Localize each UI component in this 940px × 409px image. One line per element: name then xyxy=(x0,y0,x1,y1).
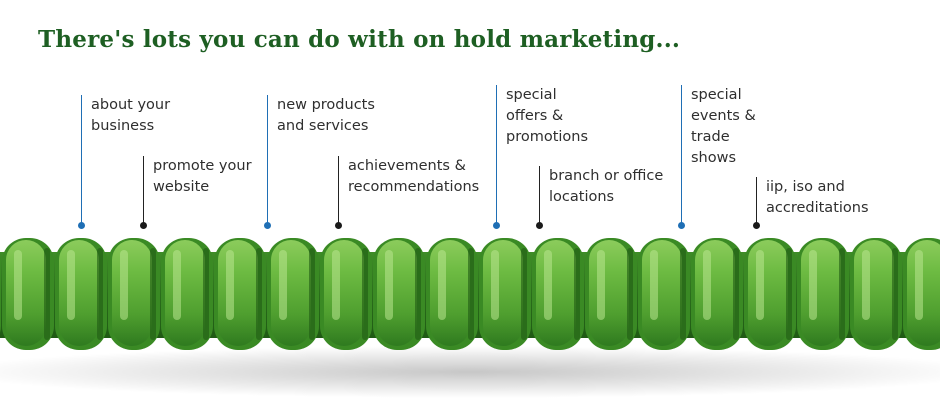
callout-label-line: offers & xyxy=(506,108,564,124)
coiled-cord-image xyxy=(0,238,940,398)
callout-label-line: and services xyxy=(277,118,369,134)
cord-coil-loop xyxy=(2,238,54,350)
callout-label-line: website xyxy=(153,179,210,195)
callout-label: achievements & recommendations xyxy=(348,156,479,198)
cord-coil-loop xyxy=(797,238,849,350)
cord-coil-loop xyxy=(479,238,531,350)
callout-label-line: accreditations xyxy=(766,200,869,216)
callout-pointer-line xyxy=(81,95,82,224)
callout-label: special events & trade shows xyxy=(691,85,756,169)
callout-label-line: special xyxy=(691,87,742,103)
callout-label-line: branch or office xyxy=(549,168,664,184)
callout-label: about your business xyxy=(91,95,170,137)
callout-label-line: promote your xyxy=(153,158,252,174)
cord-coil-loop xyxy=(214,238,266,350)
callout-pointer-dot xyxy=(78,222,85,229)
cord-coil-loop xyxy=(108,238,160,350)
callout-pointer-dot xyxy=(335,222,342,229)
callout-pointer-line xyxy=(756,177,757,224)
callout-label: promote your website xyxy=(153,156,252,198)
cord-coil-loop xyxy=(691,238,743,350)
callout-label: branch or office locations xyxy=(549,166,663,208)
cord-coil-loop xyxy=(320,238,372,350)
callout-label-line: recommendations xyxy=(348,179,480,195)
cord-coil-loop xyxy=(850,238,902,350)
cord-coil-loop xyxy=(532,238,584,350)
callout-label-line: about your xyxy=(91,97,171,113)
callout-label-line: locations xyxy=(549,189,615,205)
cord-coil-loop xyxy=(267,238,319,350)
callout-label-line: shows xyxy=(691,150,737,166)
callout-label-line: special xyxy=(506,87,557,103)
callout-label-line: achievements & xyxy=(348,158,466,174)
callout-pointer-dot xyxy=(493,222,500,229)
callout-label-line: iip, iso and xyxy=(766,179,845,195)
callout-label-line: new products xyxy=(277,97,375,113)
cord-coil-loop xyxy=(426,238,478,350)
cord-coils xyxy=(0,238,940,350)
callout-pointer-line xyxy=(338,156,339,224)
cord-coil-loop xyxy=(585,238,637,350)
callout-label-line: promotions xyxy=(506,129,589,145)
headline: There's lots you can do with on hold mar… xyxy=(38,26,681,53)
callout-label-line: business xyxy=(91,118,155,134)
callout-label: iip, iso and accreditations xyxy=(766,177,869,219)
cord-coil-loop xyxy=(161,238,213,350)
cord-coil-loop xyxy=(638,238,690,350)
cord-coil-loop xyxy=(0,255,1,333)
callout-label: new products and services xyxy=(277,95,375,137)
cord-coil-loop xyxy=(373,238,425,350)
cord-coil-loop xyxy=(55,238,107,350)
callout-pointer-dot xyxy=(140,222,147,229)
callout-label-line: trade xyxy=(691,129,730,145)
callout-pointer-line xyxy=(496,85,497,224)
callout-pointer-dot xyxy=(536,222,543,229)
callout-pointer-line xyxy=(267,95,268,224)
callout-label: special offers & promotions xyxy=(506,85,588,148)
callout-pointer-line xyxy=(539,166,540,224)
cord-coil-loop xyxy=(744,238,796,350)
callout-label-line: events & xyxy=(691,108,756,124)
cord-coil-loop xyxy=(903,238,940,350)
callout-pointer-line xyxy=(681,85,682,224)
callout-pointer-dot xyxy=(678,222,685,229)
cord-shadow xyxy=(0,346,940,398)
callout-pointer-dot xyxy=(264,222,271,229)
callout-pointer-dot xyxy=(753,222,760,229)
callout-pointer-line xyxy=(143,156,144,224)
